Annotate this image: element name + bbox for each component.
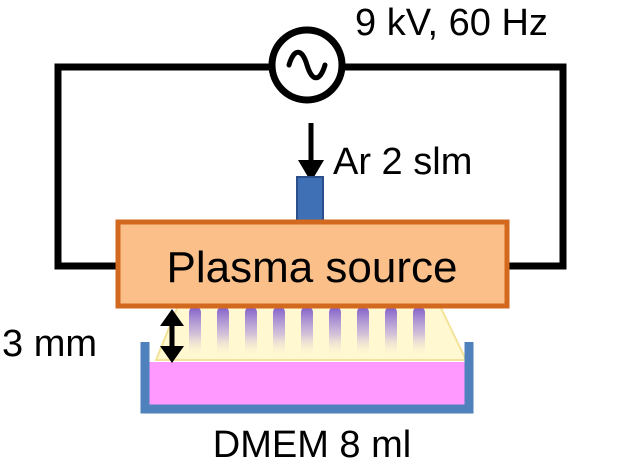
plasma-source-box [115, 219, 510, 309]
left-wire [54, 63, 272, 270]
plasma-discharge [154, 305, 468, 361]
plasma-filament-7 [357, 307, 369, 355]
plasma-filament-5 [301, 307, 313, 355]
plasma-filament-6 [329, 307, 341, 355]
voltage-label: 9 kV, 60 Hz [355, 2, 548, 44]
gap-label: 3 mm [2, 323, 97, 365]
gas-inlet-arrow-icon [298, 123, 324, 182]
plasma-filament-2 [217, 307, 229, 355]
gas-nozzle [296, 176, 324, 222]
plasma-filament-3 [245, 307, 257, 355]
plasma-filament-9 [413, 307, 425, 355]
plasma-filament-1 [189, 307, 201, 355]
medium-label: DMEM 8 ml [213, 424, 411, 466]
plasma-source-label: Plasma source [166, 243, 457, 292]
culture-dish [140, 342, 474, 414]
plasma-filaments [189, 307, 425, 355]
plasma-filament-8 [385, 307, 397, 355]
ac-source-icon [268, 26, 346, 104]
gap-arrow-icon [160, 309, 184, 363]
plasma-filament-4 [273, 307, 285, 355]
right-wire [343, 63, 567, 270]
circuit-wires [54, 63, 567, 270]
gas-flow-label: Ar 2 slm [333, 141, 472, 183]
culture-medium [145, 362, 469, 406]
